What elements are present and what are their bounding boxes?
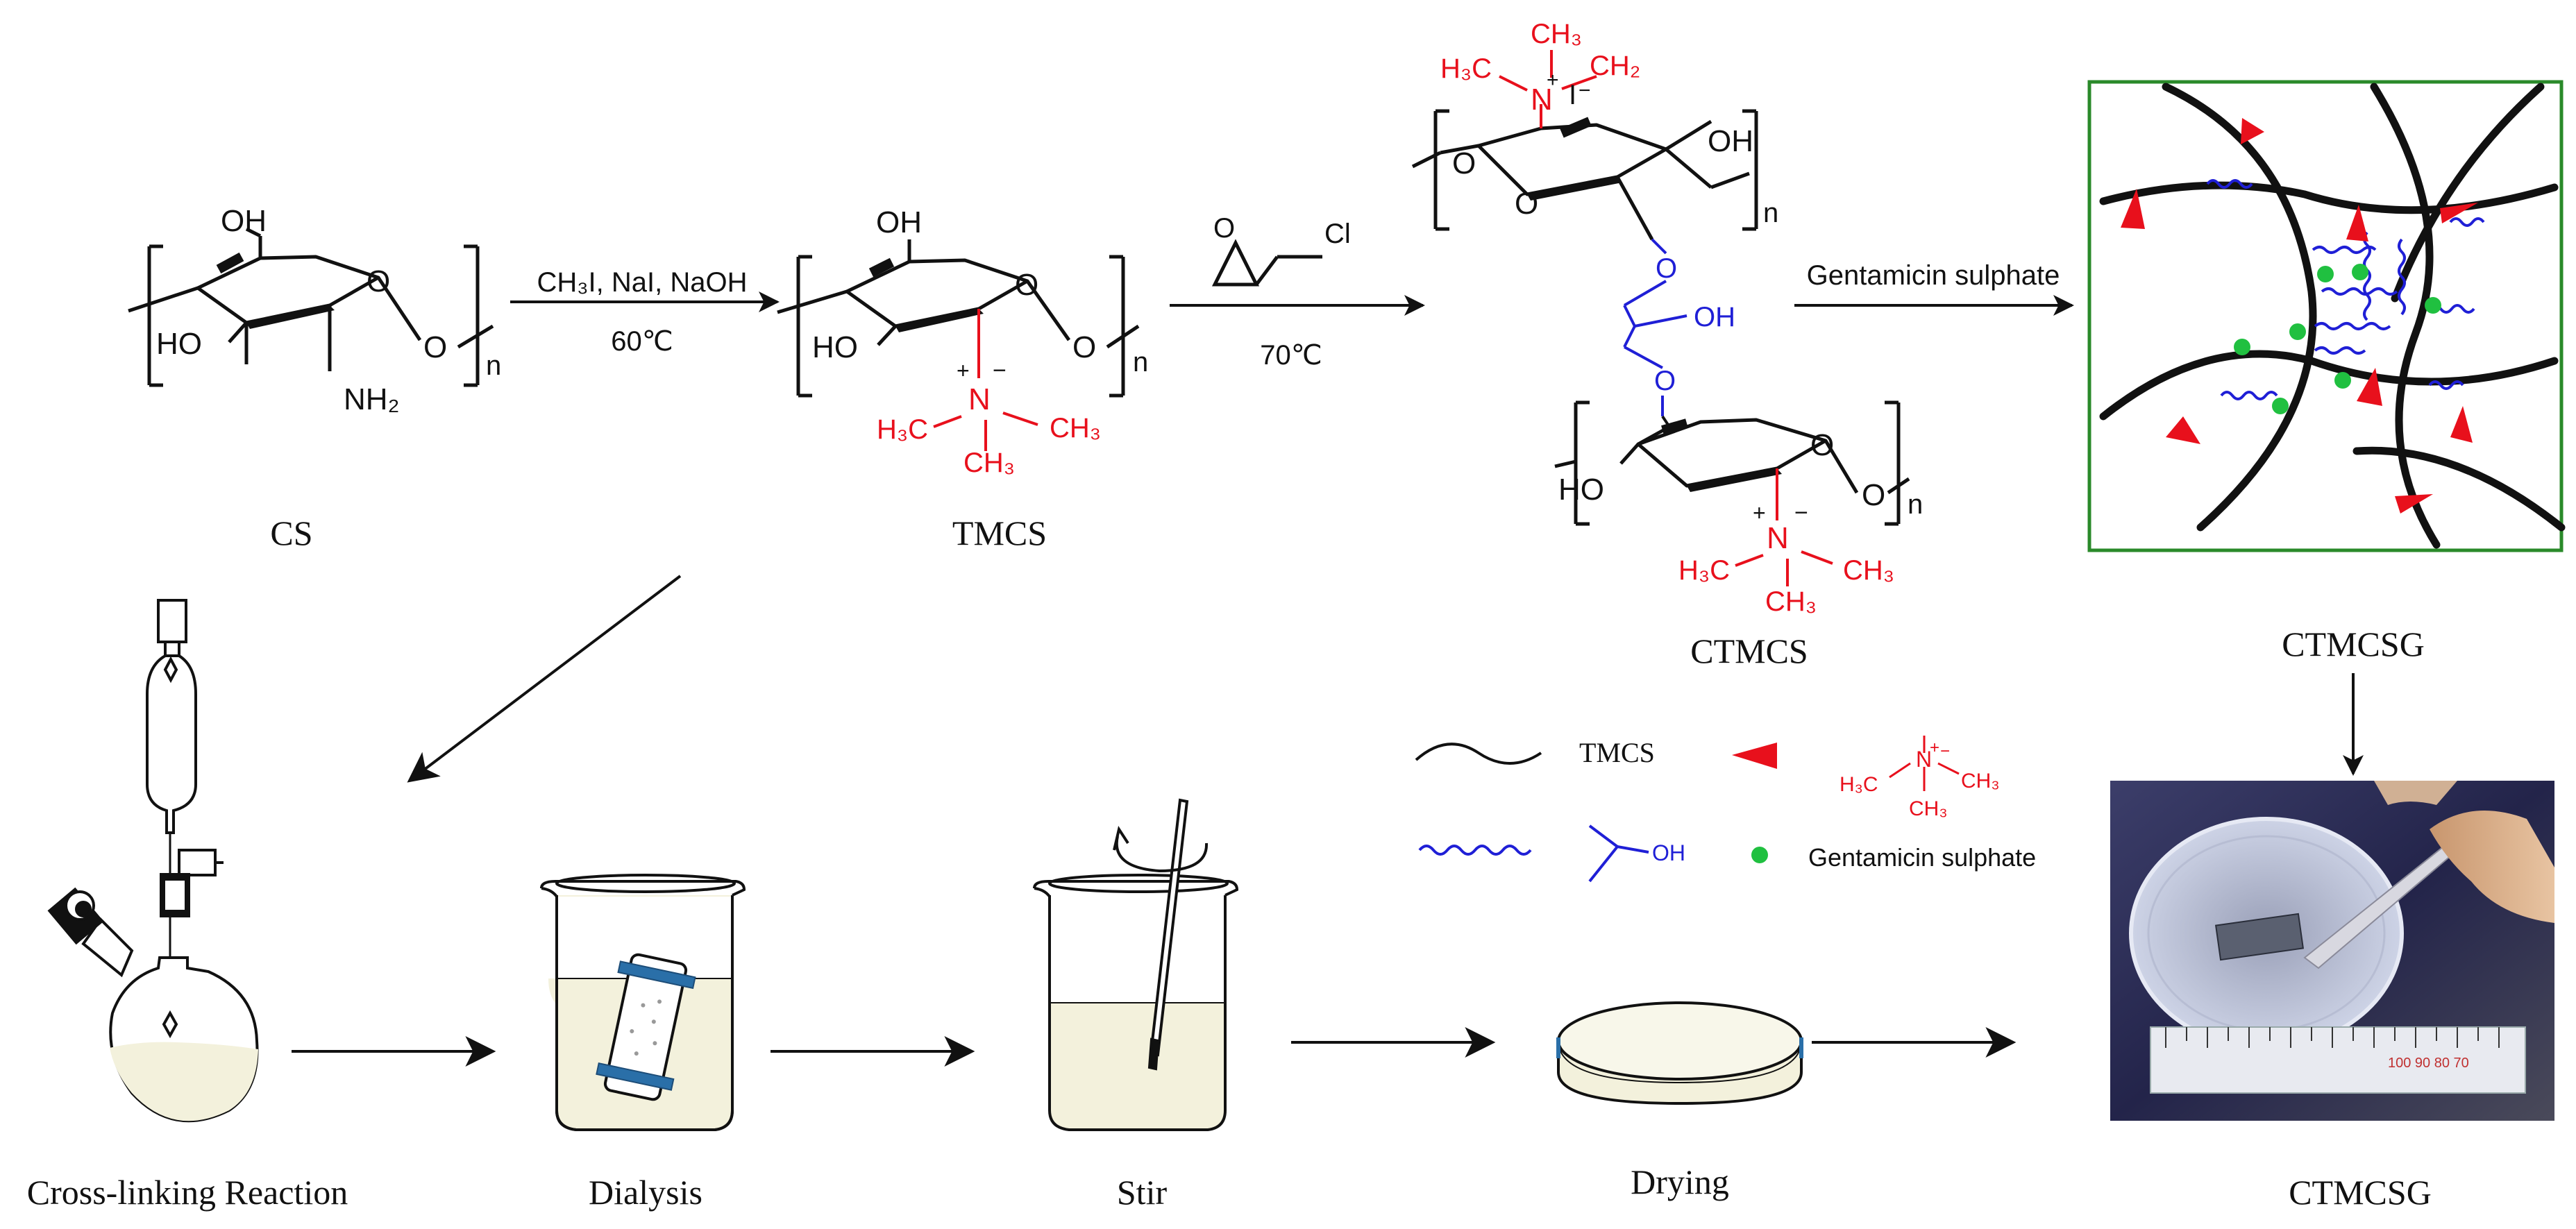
step-drying-label: Drying — [1631, 1162, 1729, 1201]
cs-label: CS — [270, 514, 312, 552]
tmcs-plus: + — [957, 358, 970, 383]
tmcs-label: TMCS — [952, 514, 1047, 552]
legend-ammonium-ch3-bottom: CH₃ — [1909, 797, 1948, 820]
ctmcs-top-unit — [1411, 109, 1758, 241]
epichlorohydrin-o: O — [1213, 213, 1235, 244]
network-ammonium-markers — [2121, 118, 2478, 514]
ctmcs-top-minus: − — [1579, 79, 1591, 102]
ctmcs-bottom-glyco-o: O — [1862, 478, 1885, 512]
ruler-marks: 100 90 80 70 — [2388, 1056, 2469, 1071]
ctmcs-bottom-h3c: H₃C — [1678, 555, 1730, 586]
cs-ho: HO — [156, 327, 202, 361]
tmcs-ch3-bottom: CH₃ — [963, 448, 1015, 478]
ctmcs-bottom-ch3-bottom: CH₃ — [1765, 586, 1817, 617]
ctmcs-top-plus: + — [1547, 69, 1559, 92]
cs-glyco-o: O — [423, 330, 447, 364]
ctmcs-bottom-ring-o: O — [1810, 428, 1834, 462]
legend-green-dot-icon — [1751, 847, 1768, 863]
ctmcs-bottom-n-sub: n — [1908, 489, 1923, 520]
step3-reagent: Gentamicin sulphate — [1807, 260, 2060, 291]
tmcs-n-sub: n — [1133, 347, 1148, 378]
ctmcs-bottom-minus: − — [1794, 500, 1808, 526]
legend-red-triangle-icon — [1732, 743, 1777, 769]
legend-tmcs-label: TMCS — [1579, 737, 1655, 768]
network-tmcs-chains — [2099, 83, 2566, 549]
stir-beaker — [1033, 798, 1239, 1131]
ctmcs-top-oh: OH — [1708, 124, 1753, 158]
step-ctmcsg-label: CTMCSG — [2289, 1173, 2432, 1212]
ctmcs-bottom-unit — [1554, 400, 1910, 526]
cs-structure — [128, 227, 494, 387]
ctmcs-bottom-n: N — [1767, 521, 1789, 555]
tmcs-h3c: H₃C — [877, 414, 928, 445]
legend-ammonium-plus: + — [1930, 738, 1939, 757]
cs-n: n — [486, 350, 501, 381]
network-gentamicin-dots — [2234, 264, 2441, 414]
ctmcs-top-h3c: H₃C — [1440, 53, 1492, 84]
legend-ammonium-h3c: H₃C — [1840, 773, 1878, 796]
ctmcs-top-n-sub: n — [1763, 198, 1778, 228]
ctmcs-top-ch3: CH₃ — [1531, 19, 1582, 49]
tmcs-ch3-right: CH₃ — [1050, 413, 1101, 443]
tmcs-glyco-o: O — [1072, 330, 1096, 364]
cs-ring-o: O — [367, 264, 390, 298]
legend-ammonium-ch3-right: CH₃ — [1961, 770, 2000, 793]
step-dialysis-label: Dialysis — [589, 1173, 702, 1212]
tmcs-oh: OH — [876, 205, 922, 239]
step1-reagents: CH₃I, NaI, NaOH — [537, 267, 747, 298]
ctmcs-top-iodide: I — [1569, 80, 1576, 110]
legend-blue-wavy — [1418, 845, 1532, 856]
drying-dish — [1556, 1001, 1803, 1105]
step-crosslinking-label: Cross-linking Reaction — [27, 1173, 348, 1212]
ctmcs-link-o-bottom: O — [1654, 366, 1676, 396]
ctmcs-bottom-ho: HO — [1558, 473, 1604, 507]
epichlorohydrin-cl: Cl — [1324, 219, 1351, 249]
crosslinking-apparatus — [47, 599, 259, 1123]
ctmcs-link-oh: OH — [1694, 302, 1735, 332]
tmcs-n: N — [968, 382, 991, 416]
ctmcs-top-glyco-o: O — [1452, 146, 1476, 180]
tmcs-structure — [777, 239, 1140, 398]
ctmcs-top-ch2: CH₂ — [1590, 51, 1640, 81]
ctmcs-bottom-plus: + — [1753, 500, 1766, 525]
ctmcs-crosslink-bonds — [1623, 238, 1687, 416]
tmcs-minus: − — [993, 357, 1007, 384]
ctmcs-bottom-ch3-right: CH₃ — [1843, 555, 1894, 586]
step1-temp: 60℃ — [611, 326, 673, 357]
network-frame — [2087, 80, 2564, 552]
ctmcsg-label-top: CTMCSG — [2282, 625, 2425, 663]
dialysis-beaker — [540, 874, 746, 1131]
tmcs-ring-o: O — [1015, 268, 1038, 302]
ctmcs-bottom-ammonium-bonds — [1735, 468, 1833, 586]
tmcs-ho: HO — [812, 330, 858, 364]
legend-hydroxypropyl-icon — [1588, 824, 1649, 883]
ctmcsg-photo: 100 90 80 70 — [2110, 781, 2554, 1121]
ctmcs-link-o-top: O — [1656, 253, 1677, 284]
legend-black-curve — [1415, 743, 1542, 765]
cs-nh2: NH₂ — [344, 382, 400, 416]
epichlorohydrin-icon — [1211, 239, 1322, 287]
legend: TMCS N + − H₃C CH₃ CH₃ OH Gentamicin sul… — [1415, 736, 2036, 883]
legend-gentamicin-label: Gentamicin sulphate — [1808, 843, 2036, 872]
legend-ammonium-n: N — [1916, 747, 1932, 772]
ctmcs-top-ammonium-bonds — [1499, 50, 1597, 128]
tmcs-ammonium-bonds — [933, 309, 1038, 451]
ctmcs-top-n: N — [1531, 83, 1553, 117]
legend-oh-label: OH — [1652, 840, 1685, 865]
ruler-ticks — [2165, 1027, 2500, 1048]
step-stir-label: Stir — [1117, 1173, 1168, 1212]
tmcs-to-flask-arrow — [407, 575, 682, 783]
ctmcs-top-ring-o: O — [1515, 187, 1538, 221]
legend-ammonium-minus: − — [1940, 742, 1950, 761]
ctmcs-label: CTMCS — [1690, 632, 1808, 670]
step2-temp: 70℃ — [1260, 340, 1322, 371]
cs-oh: OH — [221, 204, 267, 238]
legend-ammonium-icon — [1889, 736, 1960, 791]
